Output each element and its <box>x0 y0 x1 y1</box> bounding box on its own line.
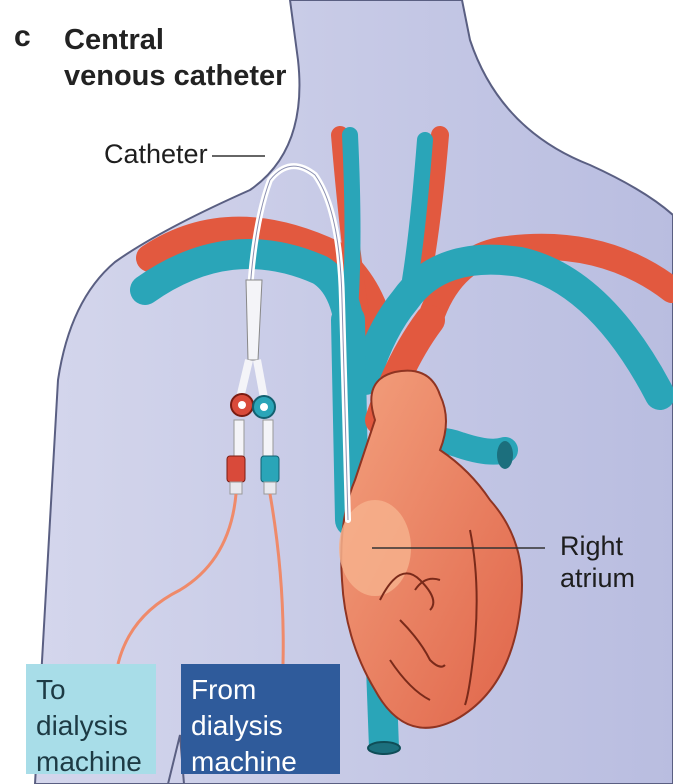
right-atrium-label: Right atrium <box>560 530 635 594</box>
from-dialysis-line-1: From dialysis <box>191 672 330 744</box>
vena-cava-opening <box>368 742 400 754</box>
from-dialysis-line-2: machine <box>191 744 330 780</box>
title-line-1: Central <box>64 22 286 58</box>
blue-connector-tip <box>264 482 276 494</box>
title-line-2: venous catheter <box>64 58 286 94</box>
red-connector <box>227 456 245 482</box>
to-dialysis-line-2: machine <box>36 744 146 780</box>
right-atrium-line-2: atrium <box>560 562 635 594</box>
jugular-vein-left <box>350 135 353 310</box>
panel-letter: c <box>14 20 31 54</box>
blue-clamp-center <box>260 403 268 411</box>
blue-lumen <box>263 420 273 458</box>
catheter-label: Catheter <box>104 138 208 170</box>
right-atrium-line-1: Right <box>560 530 635 562</box>
figure-title: Central venous catheter <box>64 22 286 94</box>
red-clamp-center <box>238 401 246 409</box>
from-dialysis-box: From dialysis machine <box>181 664 340 774</box>
to-dialysis-line-1: To dialysis <box>36 672 146 744</box>
red-connector-tip <box>230 482 242 494</box>
pulmonary-artery-opening <box>497 441 513 469</box>
red-lumen <box>234 420 244 458</box>
to-dialysis-box: To dialysis machine <box>26 664 156 774</box>
blue-connector <box>261 456 279 482</box>
